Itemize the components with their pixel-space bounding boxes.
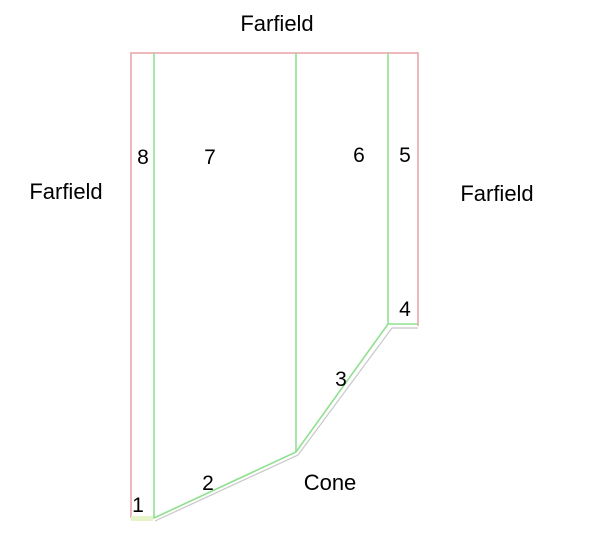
region-label-7: 7: [204, 146, 216, 169]
cone-wall-line: [154, 327, 418, 522]
farfield-boundary-line: [130, 52, 419, 518]
block-edges: [131, 53, 418, 519]
region-label-2: 2: [202, 472, 214, 495]
region-label-8: 8: [137, 146, 149, 169]
region-label-4: 4: [399, 298, 411, 321]
region-label-5: 5: [399, 144, 411, 167]
region-label-3: 3: [335, 368, 347, 391]
farfield-left-label: Farfield: [29, 179, 102, 204]
farfield-right-label: Farfield: [460, 181, 533, 206]
farfield-boundary: [130, 52, 419, 518]
farfield-top-label: Farfield: [240, 11, 313, 36]
tip-marker: [131, 516, 153, 521]
cone-wall: [154, 327, 418, 522]
region-label-6: 6: [353, 144, 365, 167]
block-edge-cone: [153, 323, 418, 519]
region-label-1: 1: [132, 494, 144, 517]
cone-label: Cone: [304, 470, 357, 495]
